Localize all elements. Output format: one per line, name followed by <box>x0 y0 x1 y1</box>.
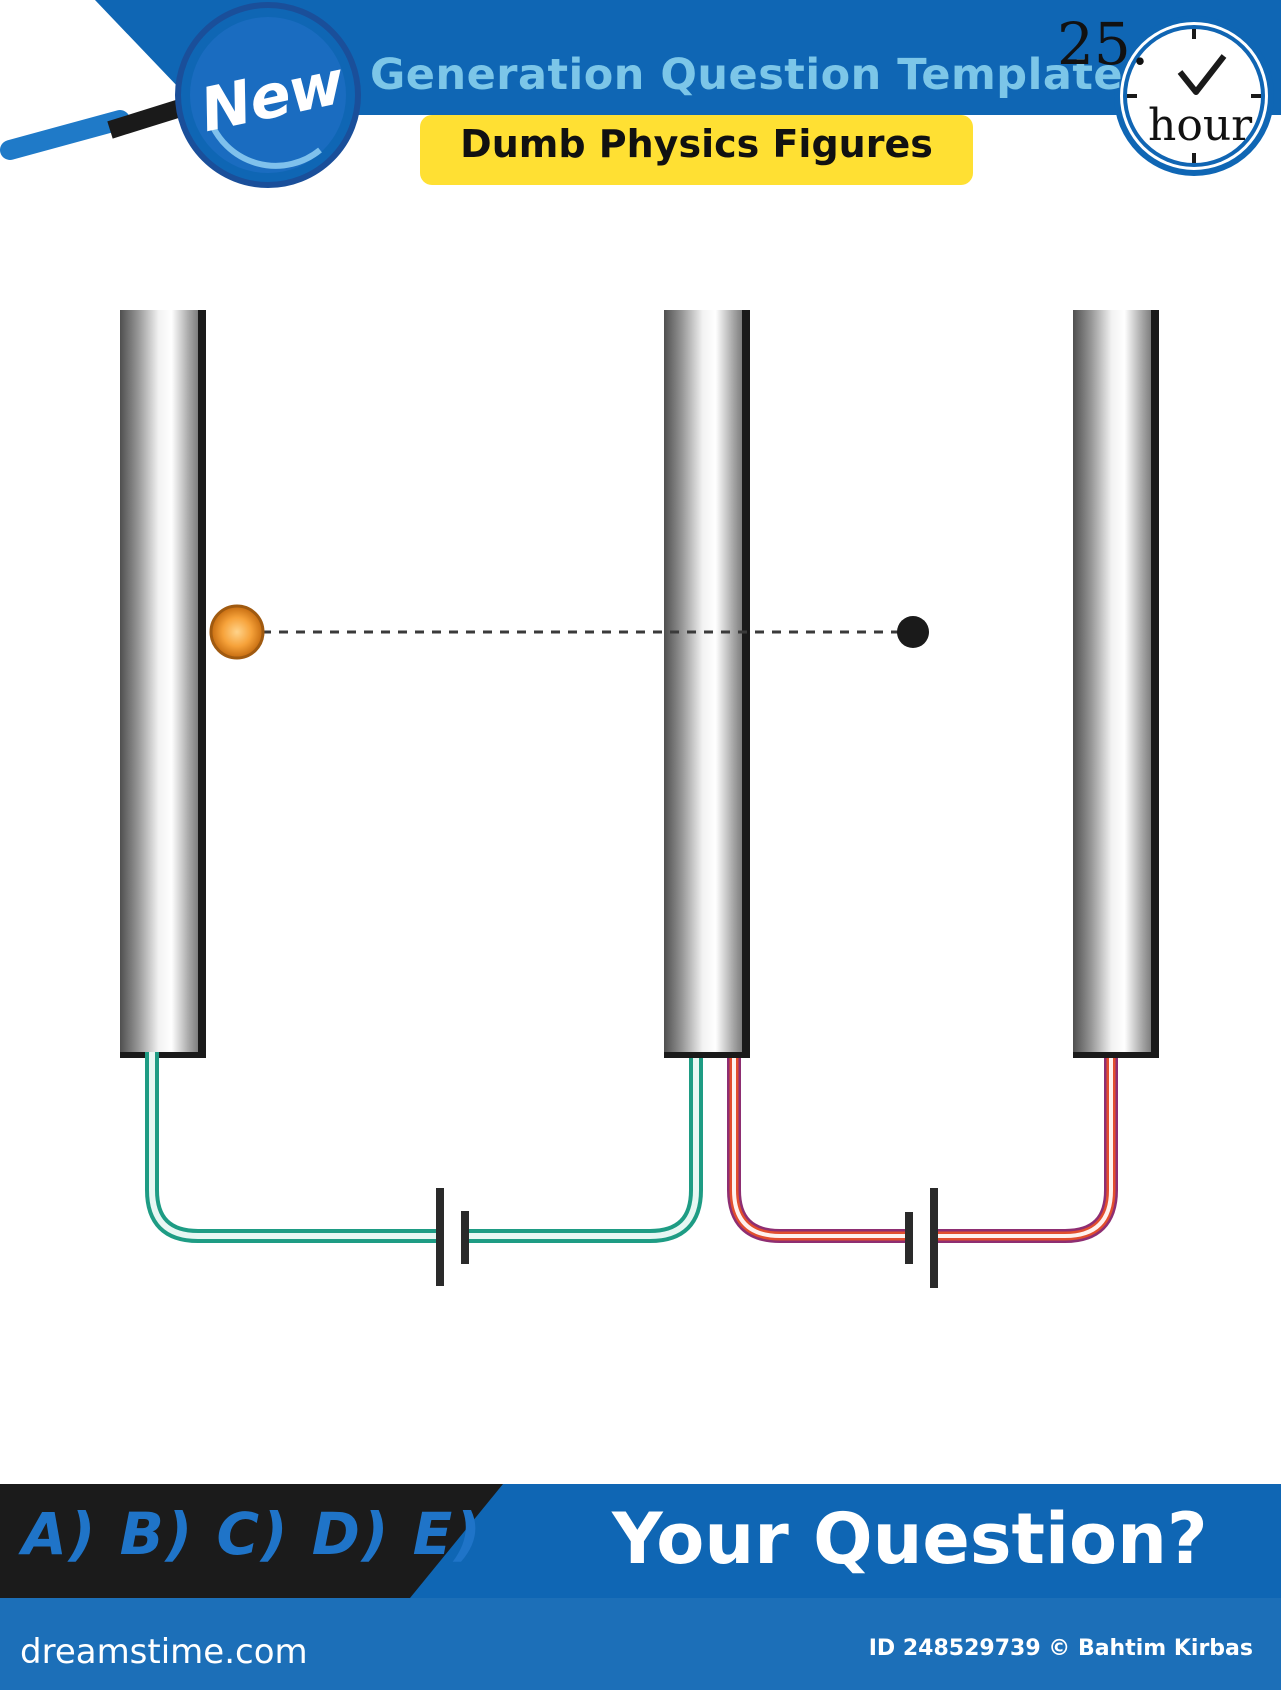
clock-number: 25. <box>1057 10 1150 78</box>
magnifier-icon <box>0 2 361 188</box>
right-circuit <box>727 1058 1118 1243</box>
battery-2 <box>905 1188 938 1288</box>
right-plate <box>1073 310 1159 1058</box>
left-circuit <box>145 1052 703 1243</box>
question-prompt: Your Question? <box>612 1498 1208 1580</box>
battery-1 <box>436 1188 469 1286</box>
clock-unit: hour <box>1148 100 1253 151</box>
left-plate <box>120 310 206 1058</box>
subtitle-highlight <box>420 115 973 185</box>
answer-options: A) B) C) D) E) <box>22 1500 483 1568</box>
target-point <box>897 616 929 648</box>
charged-particle <box>209 604 265 660</box>
subtitle: Dumb Physics Figures <box>460 122 933 166</box>
question-bar <box>0 1484 1281 1690</box>
middle-plate <box>664 310 750 1058</box>
stock-credit: ID 248529739 © Bahtim Kirbas <box>868 1636 1253 1661</box>
header-banner <box>0 0 1281 115</box>
banner-title: Generation Question Template <box>370 50 1124 100</box>
clock-icon <box>1114 16 1274 176</box>
stock-site-logo: dreamstime.com <box>20 1632 308 1672</box>
